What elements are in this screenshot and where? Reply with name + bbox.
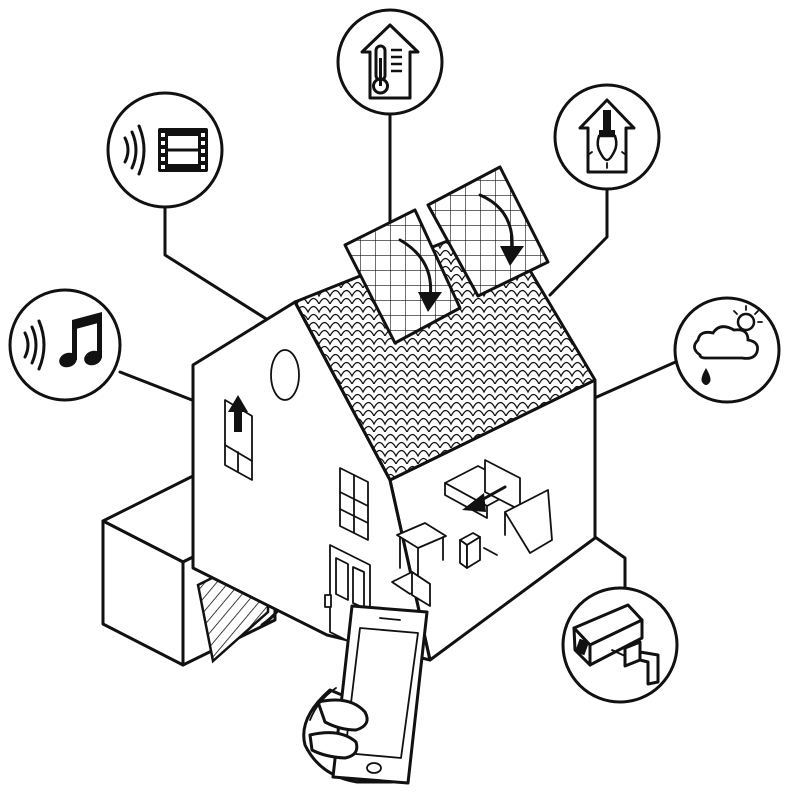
callout-weather[interactable]: [673, 296, 781, 404]
callout-heating[interactable]: [336, 8, 444, 116]
sound-waves-icon: [23, 319, 46, 371]
callout-music[interactable]: [8, 288, 122, 402]
house: [191, 218, 597, 662]
film-strip-icon: [158, 128, 208, 172]
house-lightbulb-icon: [578, 98, 636, 174]
smartphone-in-hand[interactable]: [302, 604, 429, 785]
sound-waves-icon: [123, 124, 146, 176]
solar-panel-tilt-arrow: [398, 238, 433, 300]
music-note-icon: [59, 312, 102, 368]
attic-window: [270, 349, 300, 401]
solar-panel-tilt-arrow: [478, 193, 514, 252]
connector-lines: [118, 111, 682, 592]
solar-panel-right: [426, 165, 550, 298]
cloud-sun-rain-icon: [693, 305, 763, 385]
callout-lighting[interactable]: [553, 83, 661, 191]
house-thermometer-icon: [360, 23, 420, 100]
solar-panel-left: [343, 208, 462, 345]
callout-security[interactable]: [561, 586, 679, 704]
callout-media[interactable]: [106, 91, 224, 209]
window-blind-arrow: [228, 395, 248, 432]
security-camera-icon: [572, 603, 660, 686]
